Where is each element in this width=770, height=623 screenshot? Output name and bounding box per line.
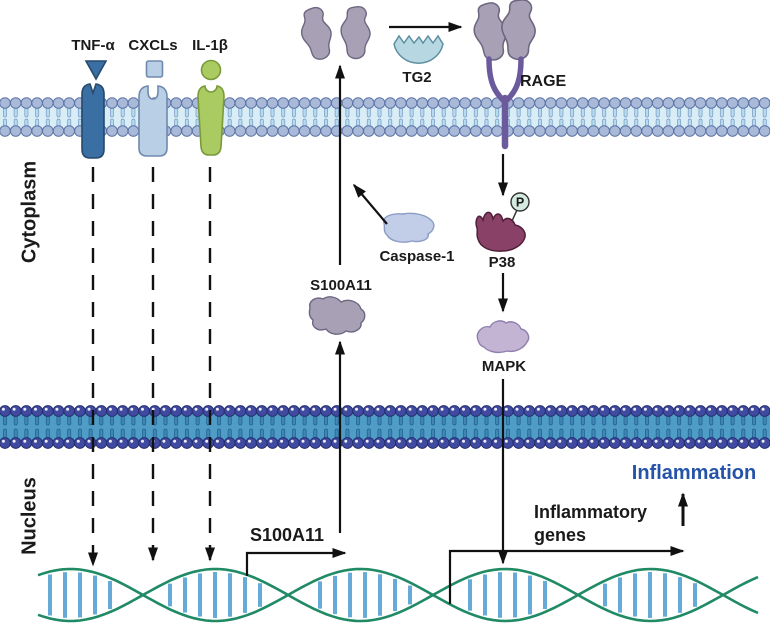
cytoplasm-label: Cytoplasm xyxy=(18,160,41,264)
il1b-receptor xyxy=(197,85,225,156)
tnf-label: TNF-α xyxy=(71,37,115,54)
s100a11-gene-label: S100A11 xyxy=(249,525,325,545)
inflammatory-genes-line2: genes xyxy=(534,525,587,545)
phosphate-icon xyxy=(510,192,530,212)
rage-label: RAGE xyxy=(520,73,567,90)
inflammation-label: Inflammation xyxy=(631,462,757,484)
cxcl-receptor xyxy=(138,85,168,157)
tnf-receptor xyxy=(81,83,105,159)
dna-strand-2 xyxy=(37,567,759,623)
s100a11-cytoplasm-label: S100A11 xyxy=(310,277,372,294)
il1b-label: IL-1β xyxy=(192,37,228,54)
s100a11-complex xyxy=(473,0,536,61)
plasma-membrane xyxy=(0,97,770,137)
p38-protein xyxy=(475,211,526,252)
mapk-label: MAPK xyxy=(481,358,527,375)
tg2-enzyme xyxy=(393,34,444,64)
dna-strand-1 xyxy=(37,567,759,623)
nuclear-membrane xyxy=(0,405,770,449)
cxcls-label: CXCLs xyxy=(128,37,178,54)
inflammatory-genes-label: Inflammatory genes xyxy=(534,501,647,547)
phosphate-letter: P xyxy=(516,196,524,210)
caspase1-enzyme xyxy=(383,212,435,243)
cxcl-ligand-square-icon xyxy=(145,60,164,78)
arrow-s100a11-transcription xyxy=(245,548,347,576)
nucleus-label: Nucleus xyxy=(18,477,41,555)
inflammatory-genes-line1: Inflammatory xyxy=(534,502,648,522)
tg2-label: TG2 xyxy=(402,69,432,86)
tnf-ligand-triangle-icon xyxy=(84,60,108,81)
rage-receptor xyxy=(486,56,524,150)
s100a11-protein-cytoplasm xyxy=(308,296,366,335)
il1b-ligand-circle-icon xyxy=(200,59,222,81)
phosphate-connector xyxy=(511,209,518,222)
p38-label: P38 xyxy=(488,254,516,271)
dna-double-helix xyxy=(37,567,759,623)
s100a11-dimer-extracellular xyxy=(300,6,371,60)
caspase1-label: Caspase-1 xyxy=(379,248,455,265)
mapk-protein xyxy=(476,320,530,354)
arrow-caspase1-cleavage xyxy=(353,183,388,225)
arrow-inflammatory-genes-transcription xyxy=(448,546,685,604)
